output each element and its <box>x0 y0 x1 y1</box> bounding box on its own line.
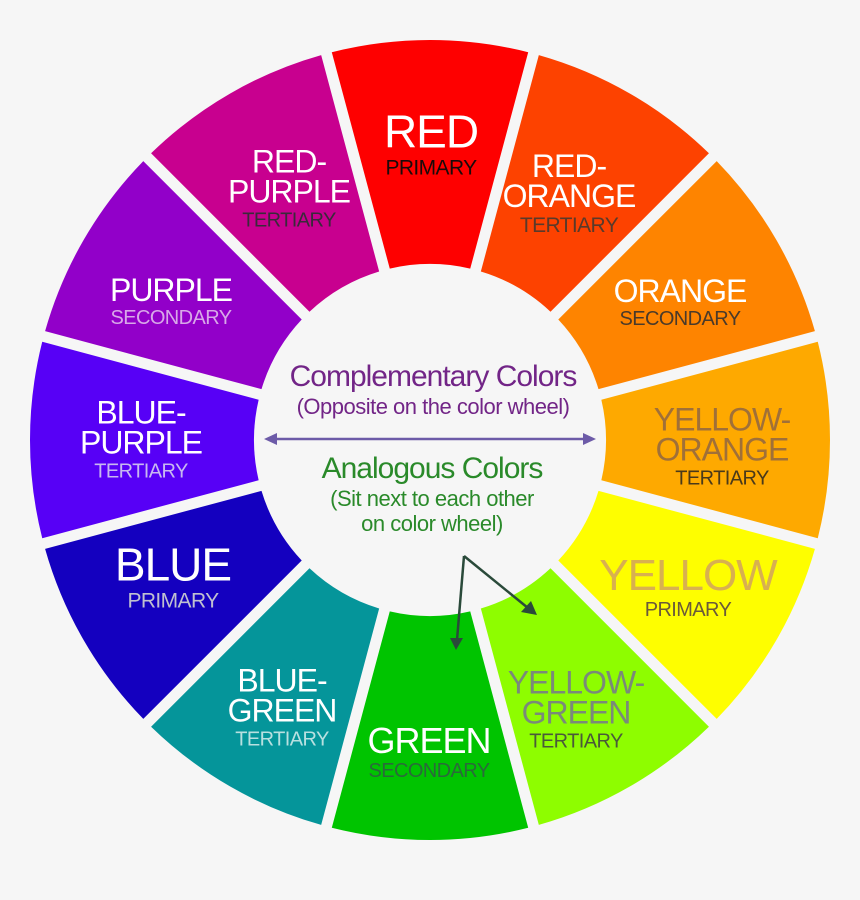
segment-name: GREEN <box>367 719 491 761</box>
segment-type: TERTIARY <box>675 467 769 490</box>
segment-name: GREEN <box>227 693 338 729</box>
wheel-segments <box>29 40 830 840</box>
segment-name: BLUE <box>114 538 232 591</box>
complementary-title: Complementary Colors <box>289 360 578 393</box>
segment-purple <box>45 161 302 390</box>
segment-name: ORANGE <box>613 272 748 309</box>
segment-blue-purple <box>29 341 259 539</box>
segment-red-orange <box>480 55 709 312</box>
segment-name: PURPLE <box>79 425 203 461</box>
segment-name: ORANGE <box>655 432 790 468</box>
segment-type: PRIMARY <box>127 589 219 613</box>
analogous-arrow-to-green <box>455 555 466 641</box>
arrow-right-icon <box>583 433 596 445</box>
analogous-arrow-to-yellow-green <box>463 555 529 609</box>
segment-type: PRIMARY <box>385 156 477 180</box>
analogous-subtitle-line2: on color wheel) <box>361 511 503 537</box>
complementary-section: Complementary Colors (Opposite on the co… <box>289 360 578 420</box>
segment-type: PRIMARY <box>644 598 732 621</box>
segment-type: TERTIARY <box>235 728 329 751</box>
segment-type: TERTIARY <box>519 213 619 237</box>
segment-name: PURPLE <box>109 271 233 308</box>
segment-red <box>331 40 529 269</box>
segment-type: SECONDARY <box>619 308 742 331</box>
segment-green <box>331 611 529 840</box>
segment-type: TERTIARY <box>94 460 188 483</box>
segment-name: GREEN <box>521 695 632 731</box>
segment-name: YELLOW- <box>507 664 645 701</box>
segment-name: BLUE- <box>237 662 327 699</box>
analogous-section: Analogous Colors (Sit next to each other… <box>321 452 544 537</box>
segment-blue-green <box>151 568 380 825</box>
segment-name: ORANGE <box>502 178 637 215</box>
segment-name: RED <box>383 105 479 158</box>
segment-yellow-orange <box>601 341 830 539</box>
segment-name: YELLOW <box>599 551 777 601</box>
complementary-subtitle: (Opposite on the color wheel) <box>296 394 570 419</box>
center-arrows <box>264 433 596 650</box>
segment-name: PURPLE <box>227 174 351 210</box>
segment-red-purple <box>151 55 380 312</box>
segment-name: BLUE- <box>96 394 186 431</box>
segment-type: SECONDARY <box>368 760 491 783</box>
segment-type: TERTIARY <box>242 209 336 232</box>
segment-name: RED- <box>251 143 327 180</box>
segment-yellow <box>558 490 815 719</box>
arrow-left-icon <box>264 433 277 445</box>
segment-type: SECONDARY <box>110 307 233 330</box>
segment-blue <box>45 490 302 719</box>
segment-name: YELLOW- <box>653 401 791 438</box>
segment-name: RED- <box>531 148 607 185</box>
arrow-down-icon <box>450 638 463 650</box>
analogous-title: Analogous Colors <box>321 452 544 485</box>
segment-type: TERTIARY <box>529 730 623 753</box>
analogous-subtitle-line1: (Sit next to each other <box>330 486 534 511</box>
arrow-down-right-icon <box>521 601 537 615</box>
segment-orange <box>558 161 815 390</box>
segment-yellow-green <box>480 568 709 825</box>
